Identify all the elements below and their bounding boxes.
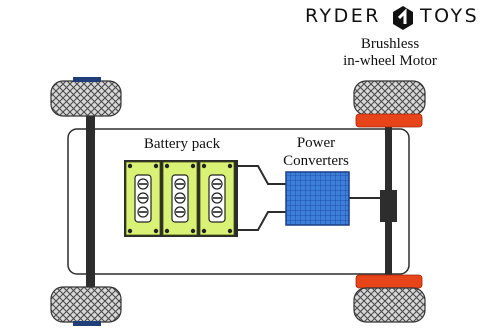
- hexagon-chevron-logo-icon: [393, 6, 413, 30]
- power-converters-label-line1: Power: [297, 135, 335, 151]
- chassis-frame: [67, 128, 410, 275]
- cell-contact: [127, 163, 133, 169]
- cell-contact: [127, 228, 133, 234]
- cell-contact: [201, 228, 207, 234]
- cell-contact: [164, 228, 170, 234]
- power-converters: [285, 171, 350, 226]
- cell-contact: [227, 228, 233, 234]
- front-left-wheel: [50, 77, 122, 117]
- cell-contact: [164, 163, 170, 169]
- rear-left-wheel: [353, 80, 426, 128]
- cell-contact: [227, 163, 233, 169]
- brand-logo: RYDER TOYS: [305, 5, 479, 30]
- power-converters-label-line2: Converters: [283, 153, 349, 169]
- battery-pack: [124, 160, 238, 237]
- rear-axle-housing: [380, 190, 397, 222]
- brand-name-left: RYDER: [305, 5, 381, 27]
- front-right-wheel: [50, 286, 122, 326]
- in-wheel-motor: [355, 113, 423, 128]
- in-wheel-motor: [355, 274, 423, 289]
- cell-contact: [190, 228, 196, 234]
- cell-contact: [153, 228, 159, 234]
- wiring: [238, 165, 382, 231]
- motor-label-line2: in-wheel Motor: [343, 53, 437, 69]
- rear-right-wheel: [353, 274, 426, 323]
- cell-contact: [190, 163, 196, 169]
- front-axle: [86, 95, 95, 300]
- brand-name-right: TOYS: [419, 5, 479, 27]
- cell-contact: [201, 163, 207, 169]
- motor-label-line1: Brushless: [361, 36, 420, 52]
- battery-cells: [125, 161, 235, 236]
- battery-pack-label: Battery pack: [144, 136, 221, 152]
- cell-contact: [153, 163, 159, 169]
